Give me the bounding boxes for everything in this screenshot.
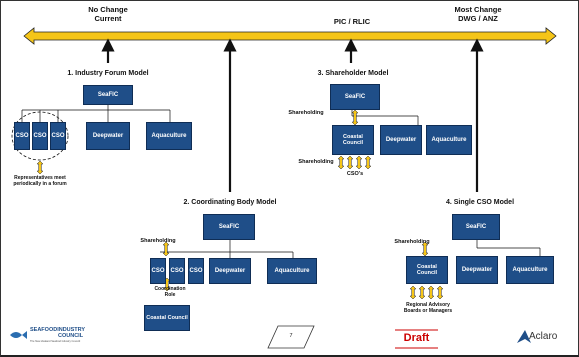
model2-shareholding-label: Shareholding: [140, 238, 176, 244]
model1-cso-box: CSO: [32, 122, 48, 150]
aclaro-mark-icon: [517, 330, 531, 343]
model4-shareholding-label: Shareholding: [394, 239, 430, 245]
model3-title: 3. Shareholder Model: [317, 70, 389, 77]
model2-coastal-council-box: Coastal Council: [144, 305, 190, 331]
model4-deepwater-box: Deepwater: [456, 256, 498, 284]
model2-deepwater-box: Deepwater: [209, 258, 251, 284]
model4-coastal-council-box: Coastal Council: [406, 256, 448, 284]
model2-cso-box: CSO: [188, 258, 204, 284]
model1-cso-box: CSO: [14, 122, 30, 150]
model1-title: 1. Industry Forum Model: [67, 70, 149, 77]
model3-shareholding-label: Shareholding: [288, 110, 324, 116]
model2-cso-box: CSO: [150, 258, 166, 284]
model4-boards-label: Regional Advisory Boards or Managers: [403, 302, 453, 314]
model1-forum-note: Representatives meet periodically in a f…: [13, 175, 67, 187]
model2-coordination-role: Coordination Role: [154, 286, 186, 298]
model2-cso-box: CSO: [169, 258, 185, 284]
model1-aquaculture-box: Aquaculture: [146, 122, 192, 150]
model3-aquaculture-box: Aquaculture: [426, 125, 472, 155]
draft-label: Draft: [403, 332, 430, 344]
model3-csos-label: CSO's: [346, 171, 364, 177]
model3-coastal-council-box: Coastal Council: [332, 125, 374, 155]
model4-seafic-box: SeaFIC: [452, 214, 500, 240]
model3-shareholding2-label: Shareholding: [298, 159, 334, 165]
model3-deepwater-box: Deepwater: [380, 125, 422, 155]
model1-seafic-box: SeaFIC: [83, 85, 133, 105]
page-number: 7: [289, 333, 293, 339]
scale-middle-label: PIC / RLIC: [333, 17, 371, 26]
model2-title: 2. Coordinating Body Model: [183, 199, 277, 206]
model1-cso-box: CSO: [50, 122, 66, 150]
fish-icon: [10, 331, 27, 339]
model2-aquaculture-box: Aquaculture: [267, 258, 317, 284]
scale-right-label: Most Change DWG / ANZ: [454, 5, 502, 23]
change-scale-arrow: [23, 27, 557, 45]
model4-title: 4. Single CSO Model: [445, 199, 515, 206]
model4-aquaculture-box: Aquaculture: [506, 256, 554, 284]
model3-seafic-box: SeaFIC: [330, 84, 380, 110]
model1-deepwater-box: Deepwater: [86, 122, 130, 150]
scale-left-label: No Change Current: [88, 5, 128, 23]
model2-seafic-box: SeaFIC: [203, 214, 255, 240]
